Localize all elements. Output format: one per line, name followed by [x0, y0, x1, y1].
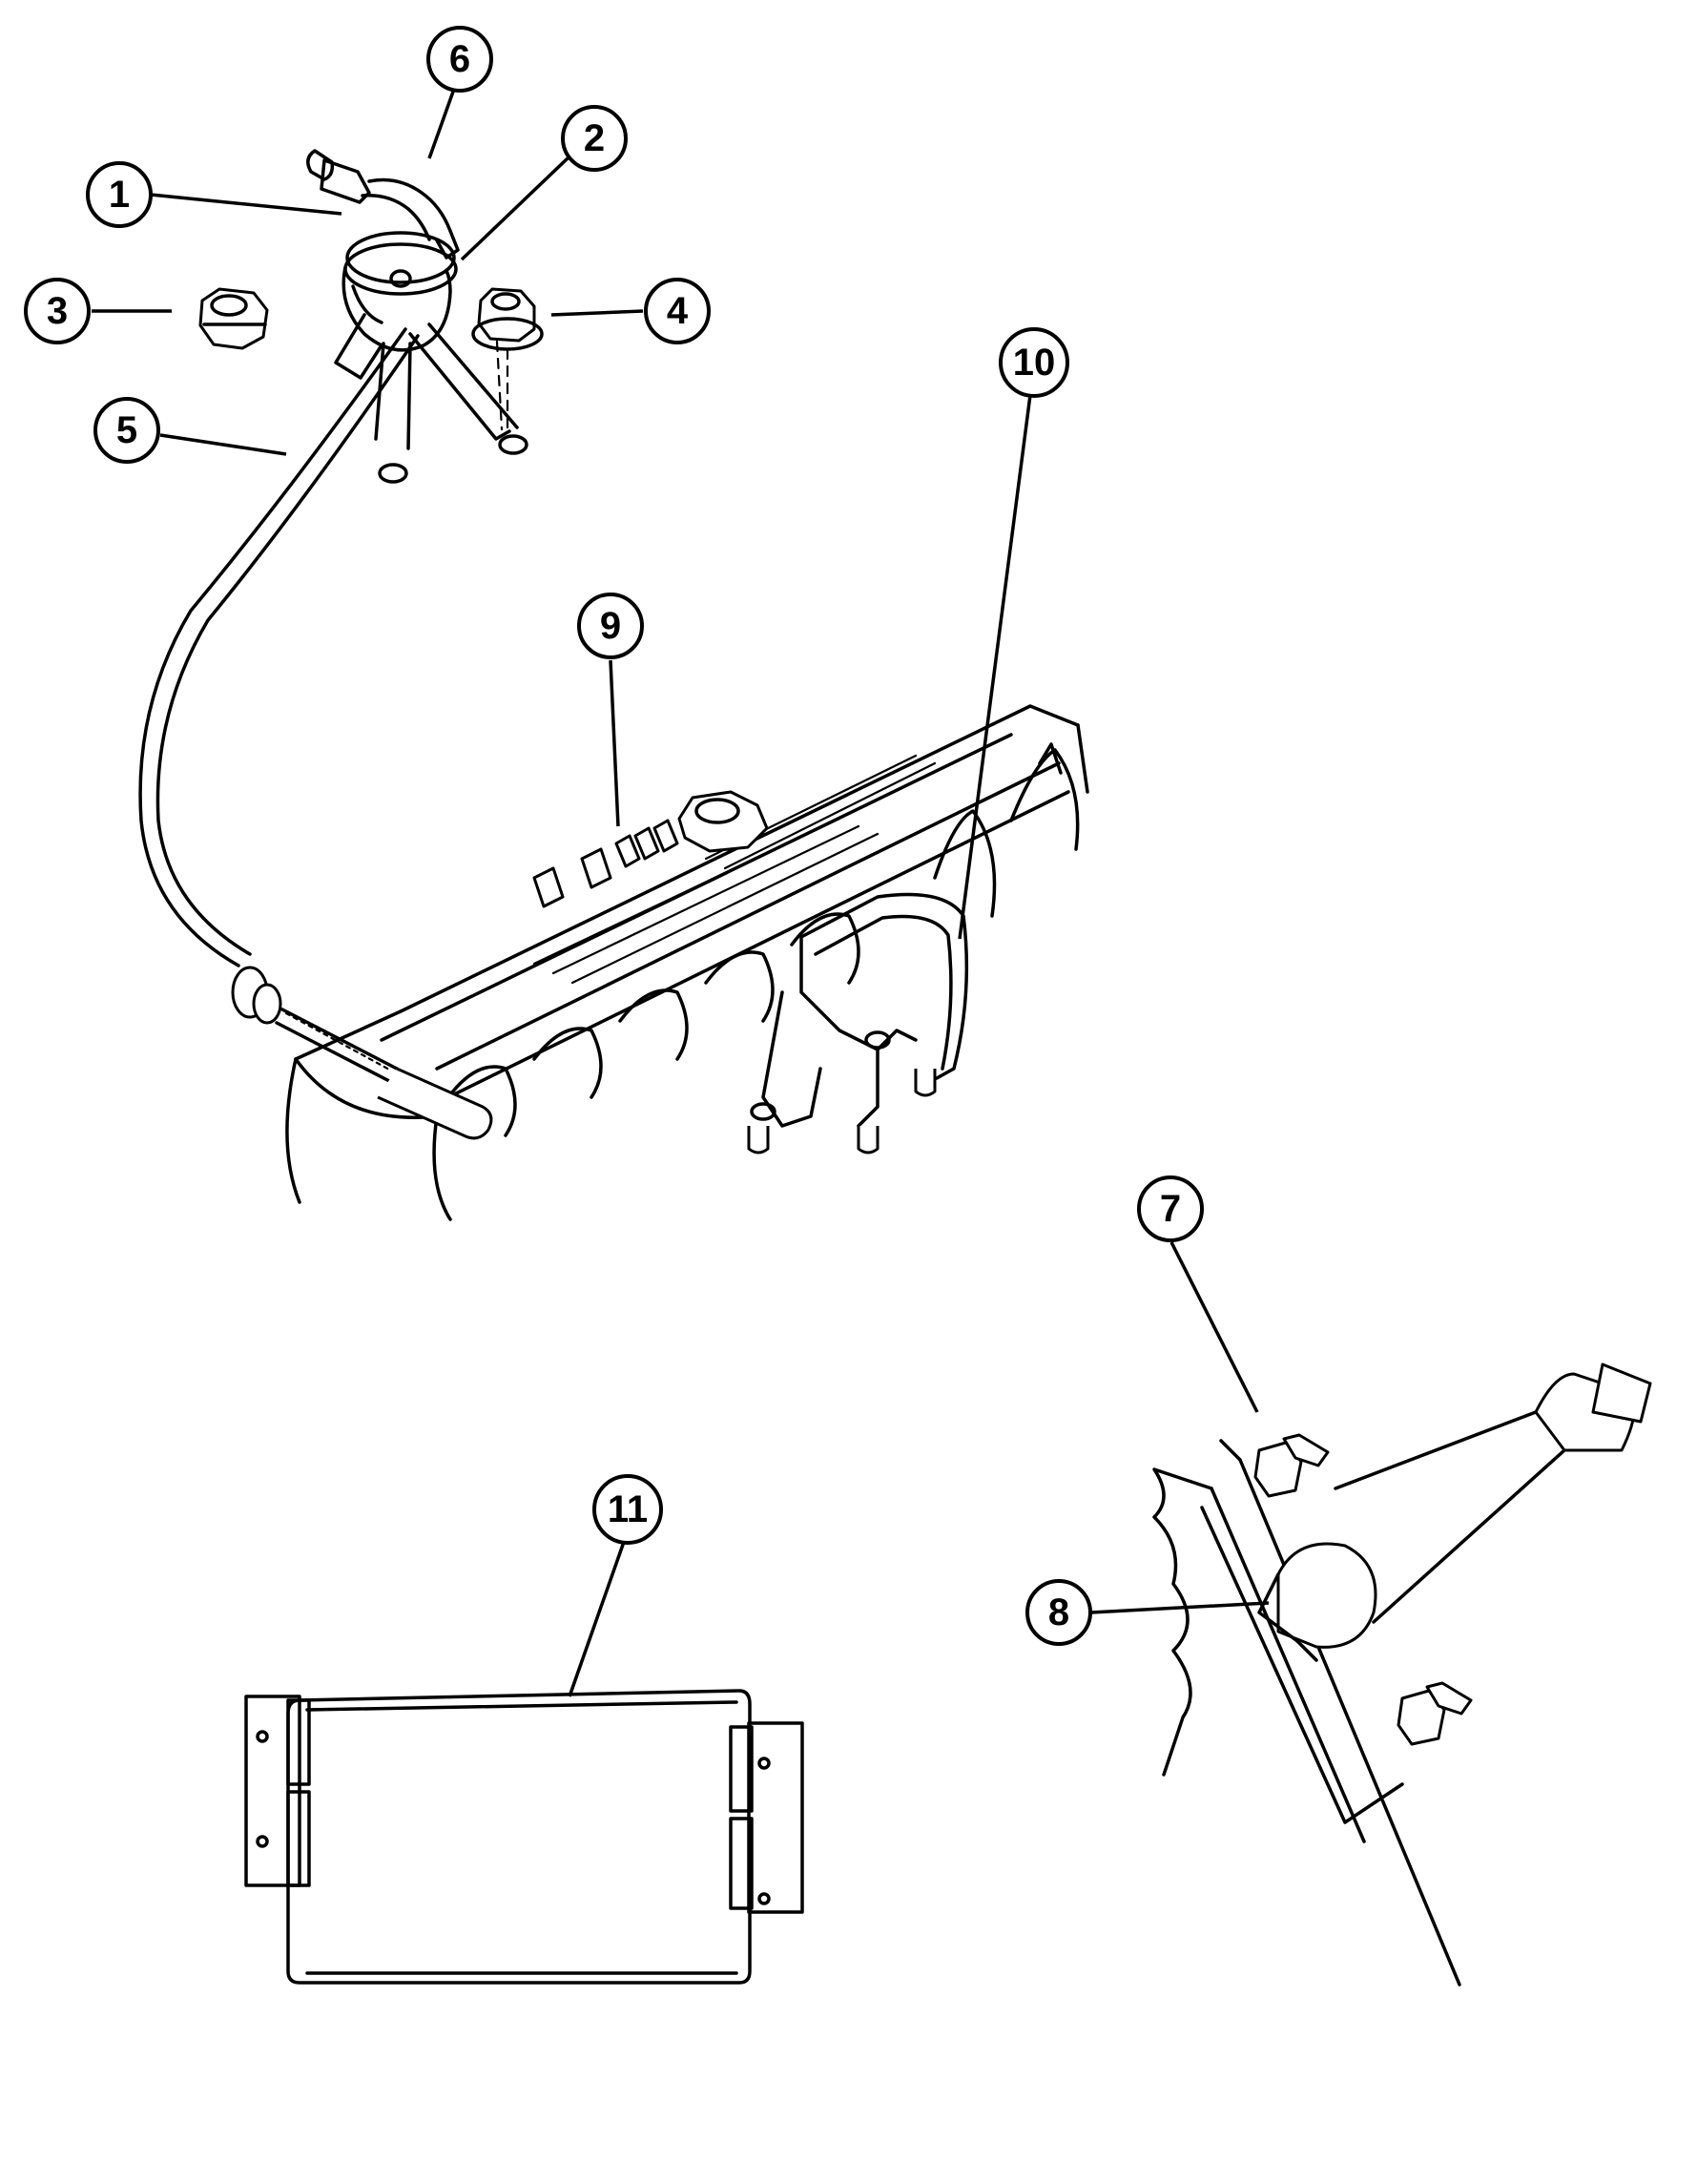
- callout-8-label: 8: [1048, 1591, 1069, 1633]
- cable-mount-detail: [1152, 1362, 1652, 1986]
- leader-9: [609, 659, 620, 827]
- callout-8: 8: [1025, 1579, 1092, 1646]
- callout-5: 5: [93, 397, 160, 464]
- callout-1: 1: [86, 161, 153, 228]
- leader-2: [460, 156, 570, 261]
- leader-1: [150, 193, 342, 216]
- callout-11-label: 11: [608, 1488, 648, 1530]
- callout-10-label: 10: [1013, 342, 1056, 384]
- callout-10: 10: [999, 327, 1069, 398]
- leader-lines: [92, 91, 1270, 1697]
- callout-6-label: 6: [449, 38, 470, 80]
- callout-2-label: 2: [584, 117, 605, 159]
- leader-10: [958, 394, 1032, 940]
- callout-6: 6: [426, 26, 493, 93]
- callout-2: 2: [561, 105, 628, 172]
- callout-7-label: 7: [1160, 1188, 1181, 1230]
- callout-7: 7: [1137, 1175, 1204, 1242]
- callout-4-label: 4: [667, 290, 689, 332]
- leader-11: [568, 1541, 626, 1697]
- bracket-plate-11: [244, 1689, 804, 1985]
- callout-11: 11: [592, 1474, 663, 1545]
- leader-6: [427, 91, 455, 159]
- callout-9: 9: [577, 593, 644, 659]
- leader-7: [1169, 1241, 1259, 1413]
- callout-3: 3: [24, 278, 91, 344]
- flange-nut-4: [471, 287, 544, 431]
- leader-5: [159, 433, 287, 456]
- leader-4: [550, 309, 644, 317]
- nut-3: [198, 287, 269, 350]
- callout-1-label: 1: [109, 174, 130, 216]
- callout-5-label: 5: [116, 409, 137, 451]
- callout-9-label: 9: [600, 605, 621, 647]
- engine-manifold: [285, 704, 1089, 1221]
- callout-4: 4: [644, 278, 711, 344]
- leader-8: [1090, 1601, 1270, 1614]
- vacuum-actuator-assembly: [138, 149, 528, 1084]
- callout-3-label: 3: [47, 290, 68, 332]
